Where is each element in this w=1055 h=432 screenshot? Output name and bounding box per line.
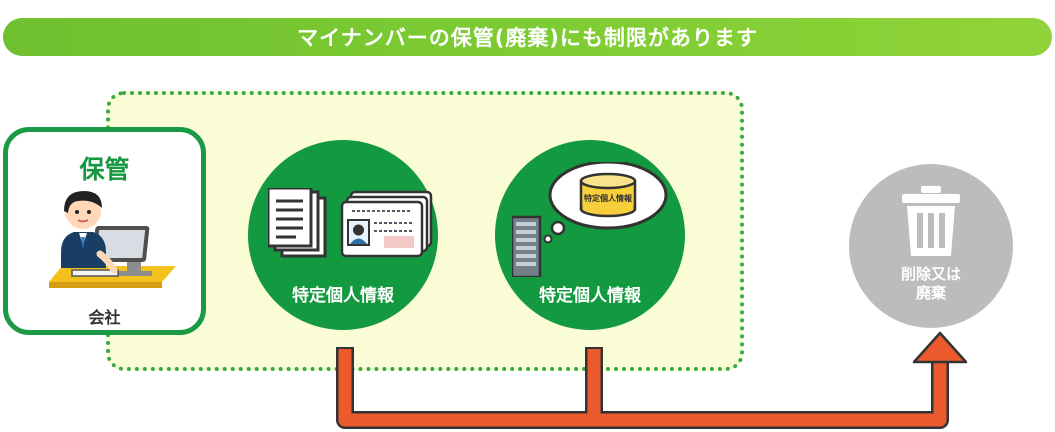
delete-or-dispose: 削除又は 廃棄 (849, 164, 1013, 328)
page-title-banner: マイナンバーの保管(廃棄)にも制限があります (3, 18, 1052, 56)
person-at-computer-icon (49, 191, 176, 288)
server-label: 特定個人情報 (539, 286, 641, 306)
company-label: 会社 (88, 308, 121, 327)
storage-label: 保管 (79, 155, 130, 184)
delete-label: 削除又は 廃棄 (900, 265, 961, 302)
documents-label: 特定個人情報 (292, 286, 394, 306)
company-card: 保管 会社 (3, 127, 206, 335)
server-illustration: 特定個人情報 (512, 162, 680, 277)
document-stack-icon (268, 188, 433, 258)
bubble-db-label: 特定個人情報 (584, 194, 632, 203)
server-icon (512, 162, 668, 277)
id-card-icon (340, 190, 433, 258)
page-title: マイナンバーの保管(廃棄)にも制限があります (297, 26, 758, 50)
database-icon (579, 172, 637, 218)
trash-icon (902, 186, 960, 256)
